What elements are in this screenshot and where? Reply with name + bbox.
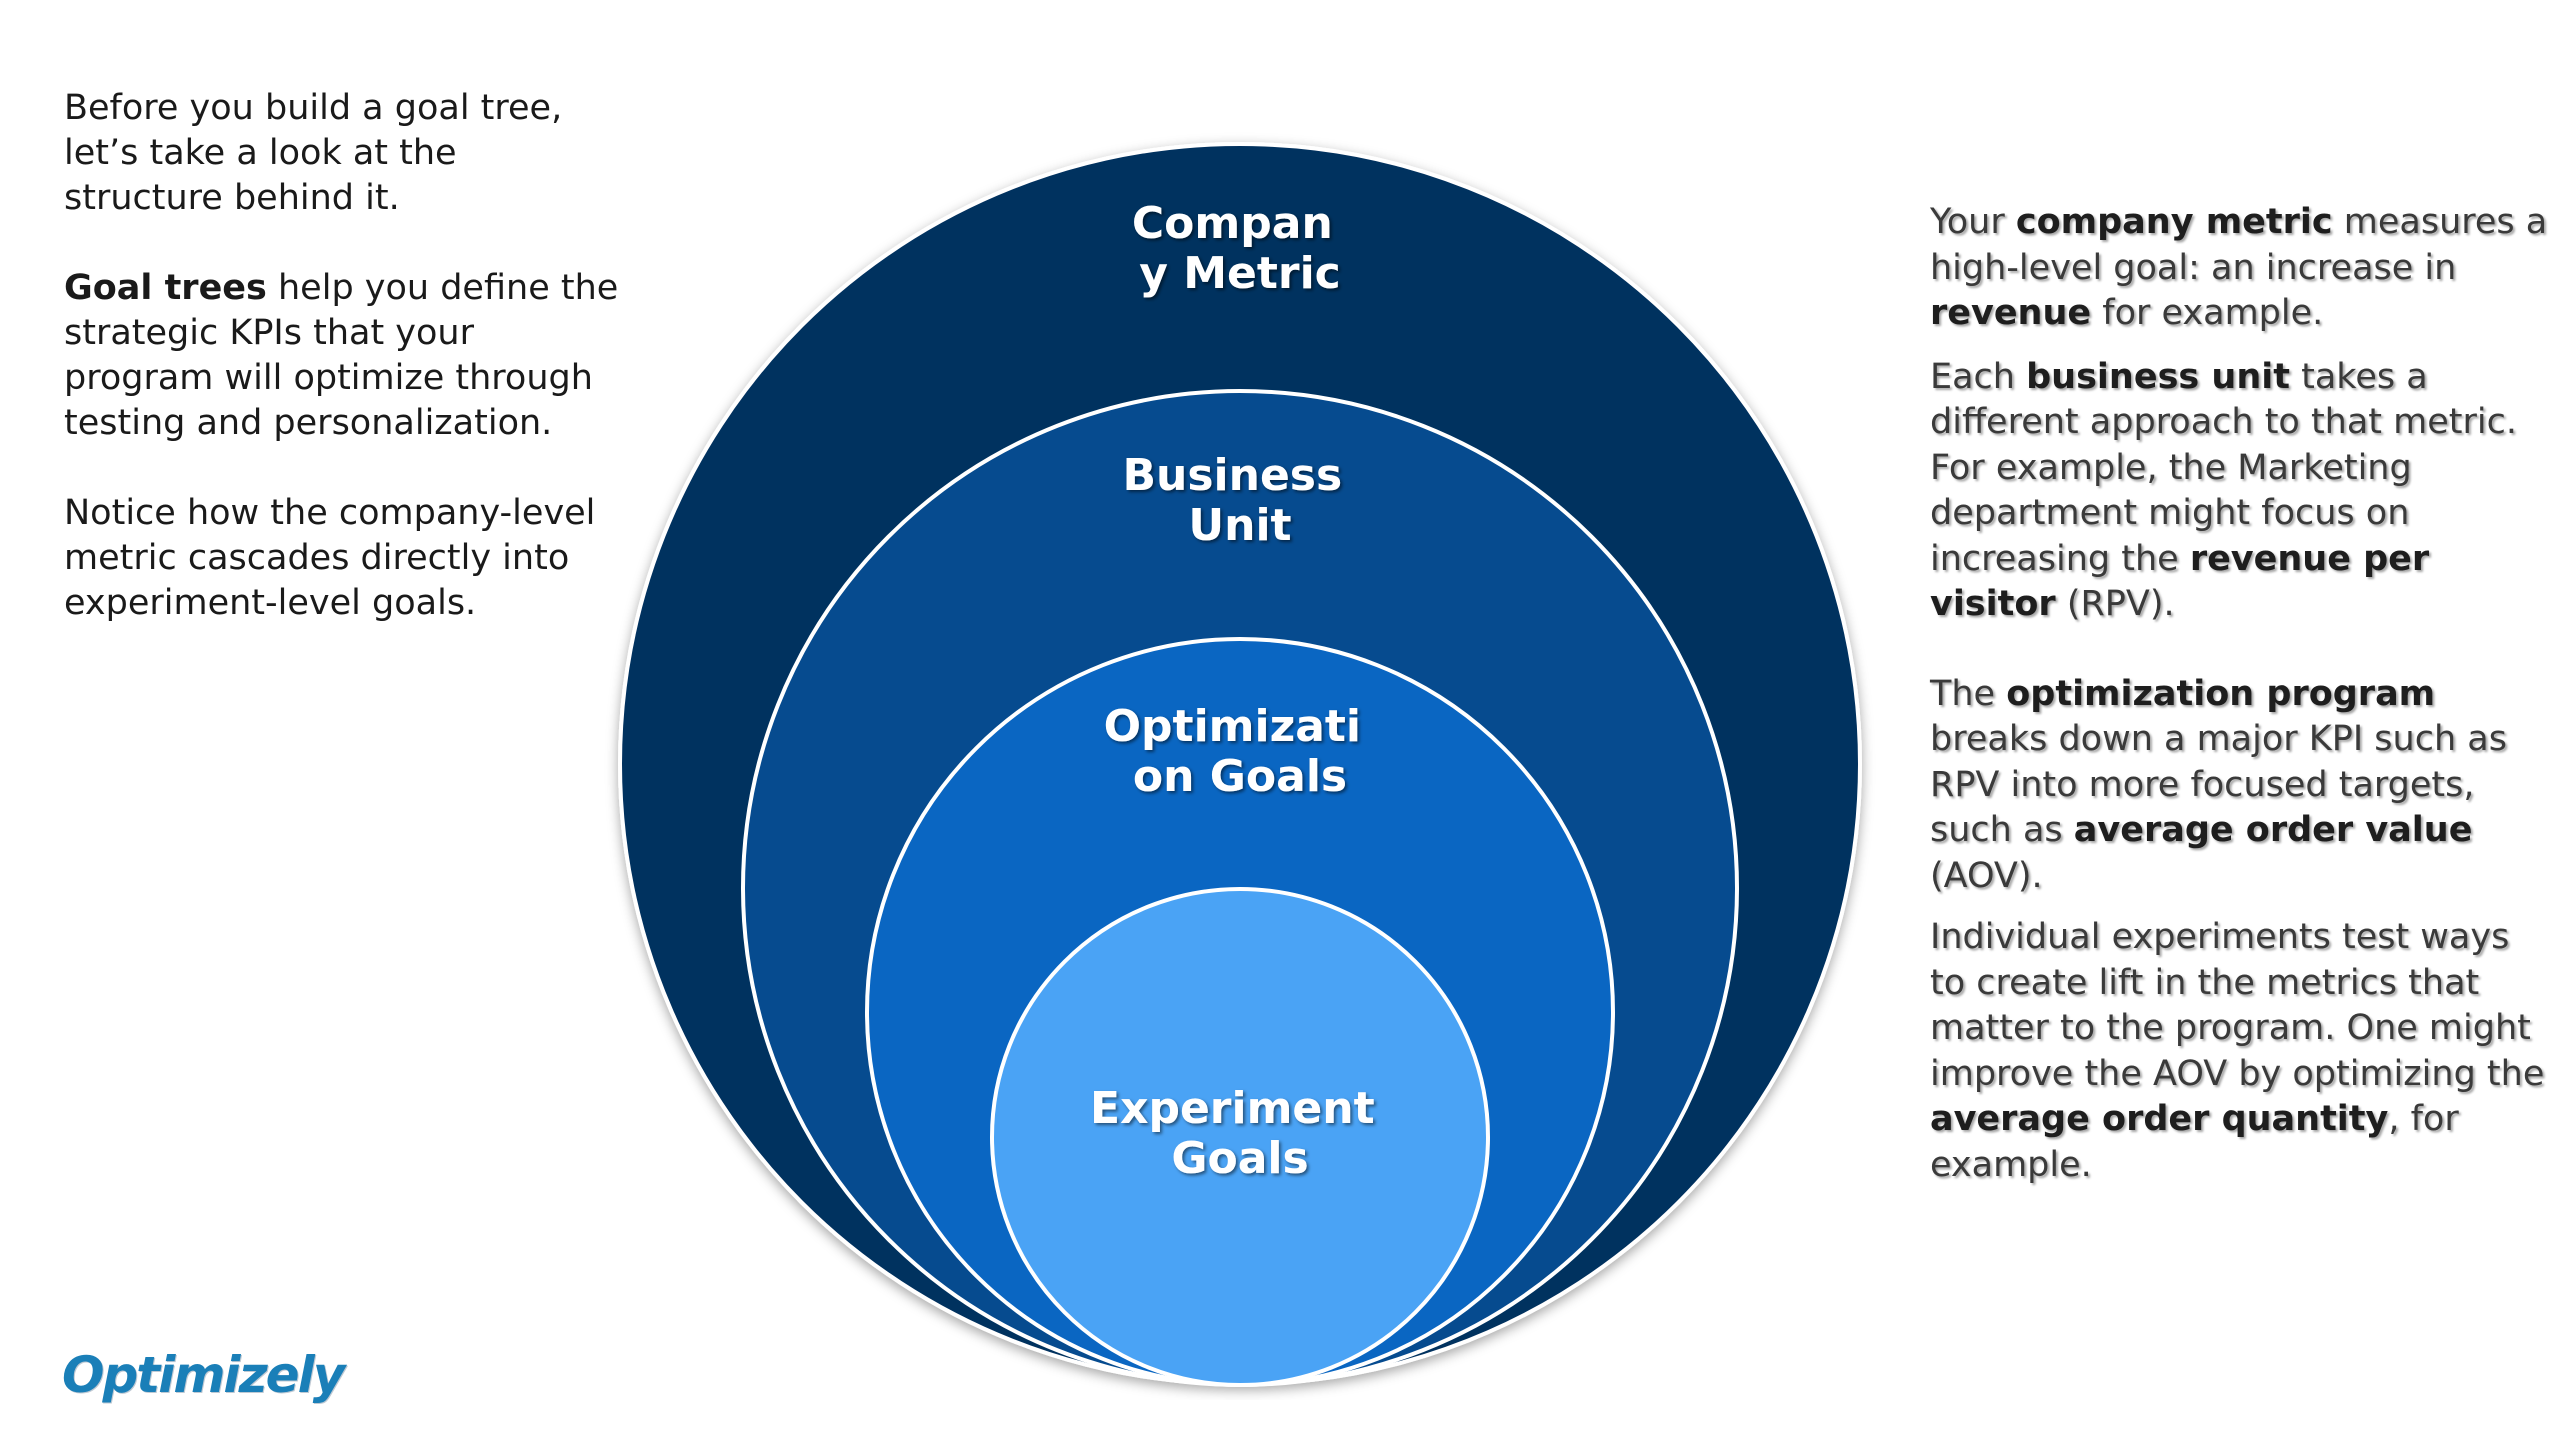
company-metric-label: Compan y Metric <box>1132 198 1348 299</box>
business-unit-explanation: Each business unit takes a different app… <box>1930 356 2517 625</box>
intro-paragraph-1: Before you build a goal tree, let’s take… <box>64 88 563 218</box>
optimizely-logo: Optimizely <box>62 1346 345 1404</box>
optimization-goals-label: Optimizati on Goals <box>1104 701 1377 802</box>
goal-trees-bold: Goal trees <box>64 268 267 308</box>
company-metric-explanation: Your company metric measures a high-leve… <box>1930 202 2548 333</box>
explanation-text: Your company metric measures a high-leve… <box>1930 200 2550 1188</box>
nested-circles-svg: Compan y Metric Business Unit Optimizati… <box>618 142 1862 1387</box>
intro-paragraph-2: Goal trees help you define the strategic… <box>64 268 619 443</box>
intro-paragraph-3: Notice how the company-level metric casc… <box>64 493 596 623</box>
business-unit-label: Business Unit <box>1122 450 1357 551</box>
optimization-program-explanation: The optimization program breaks down a m… <box>1930 673 2507 896</box>
goal-tree-diagram: Compan y Metric Business Unit Optimizati… <box>600 130 1880 1400</box>
experiment-goals-label: Experiment Goals <box>1090 1083 1390 1184</box>
experiment-goals-circle <box>990 887 1490 1387</box>
experiments-explanation: Individual experiments test ways to crea… <box>1930 917 2545 1185</box>
intro-text: Before you build a goal tree, let’s take… <box>64 86 624 671</box>
